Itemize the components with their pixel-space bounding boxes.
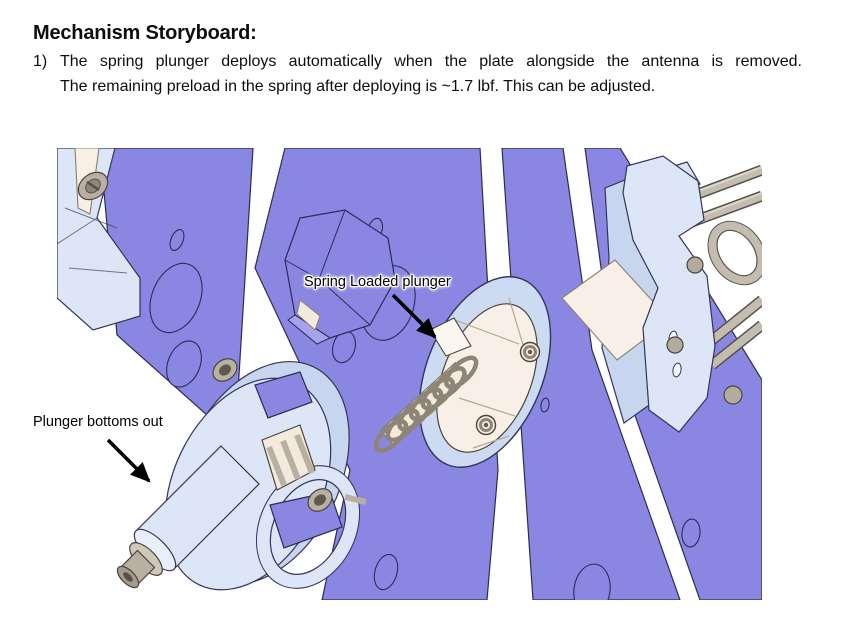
plate-hole	[540, 397, 550, 413]
plunger-screw-center	[483, 422, 489, 428]
drum-screw-socket	[219, 364, 231, 376]
drum-collar-outline	[255, 465, 361, 589]
left-corner-bracket-assembly	[56, 147, 141, 331]
antenna-loop-element	[707, 220, 767, 286]
step-text-line-1: The spring plunger deploys automatically…	[60, 53, 802, 70]
callout-spring-loaded-plunger: Spring Loaded plunger	[304, 274, 451, 290]
plate-hole	[166, 340, 202, 388]
plunger-housing-drum	[116, 358, 367, 591]
spring-coils	[373, 355, 479, 453]
plunger-screw-ring	[523, 345, 537, 359]
mechanism-cad-drawing	[56, 147, 767, 617]
step-text-line-2: The remaining preload in the spring afte…	[60, 78, 656, 95]
deployment-spring	[373, 355, 479, 453]
plate-hole	[169, 229, 185, 251]
spring-plunger-boss	[418, 276, 552, 468]
guide-rod	[709, 321, 765, 369]
front-bracket	[622, 155, 716, 433]
mechanism-figure	[56, 147, 767, 617]
hex-block-edge	[318, 209, 346, 280]
plunger-screw-center	[527, 349, 533, 355]
drum-ribs	[266, 433, 315, 487]
drum-window	[254, 371, 313, 419]
storyboard-step-1: 1) The spring plunger deploys automatica…	[33, 49, 802, 99]
bracket-peg	[723, 385, 743, 405]
hex-block-insert	[296, 299, 321, 331]
bracket-peg	[666, 336, 684, 354]
hex-block-face	[287, 314, 332, 345]
drum-pin	[344, 494, 367, 505]
screw-slot	[86, 180, 100, 192]
corner-bracket-edges	[56, 207, 128, 274]
plunger-tip-wedge	[429, 317, 472, 357]
plate-hole	[373, 553, 399, 591]
bracket-pivot-pin	[686, 256, 704, 274]
callout-plunger-bottoms-out: Plunger bottoms out	[33, 414, 163, 430]
plunger-bracket-edges	[454, 297, 528, 449]
motor-bracket-assembly	[561, 155, 767, 433]
plate-hole	[681, 518, 701, 548]
hex-standoff-block	[284, 209, 396, 345]
plunger-screw-ring	[479, 418, 493, 432]
page-title: Mechanism Storyboard:	[33, 22, 257, 44]
lower-guide-rods	[702, 295, 766, 370]
plate-hole	[149, 262, 203, 334]
step-number: 1)	[33, 53, 48, 70]
callout-arrows	[106, 293, 437, 483]
plate-right	[501, 147, 681, 601]
drum-screw-socket	[314, 494, 326, 506]
arrow-spring-loaded-plunger	[391, 293, 437, 339]
arrow-plunger-bottoms-out	[106, 438, 151, 483]
bracket-hole	[672, 362, 682, 378]
plunger-screw-socket	[123, 572, 133, 582]
step-text: The spring plunger deploys automatically…	[60, 49, 802, 99]
guide-rod	[703, 296, 765, 349]
